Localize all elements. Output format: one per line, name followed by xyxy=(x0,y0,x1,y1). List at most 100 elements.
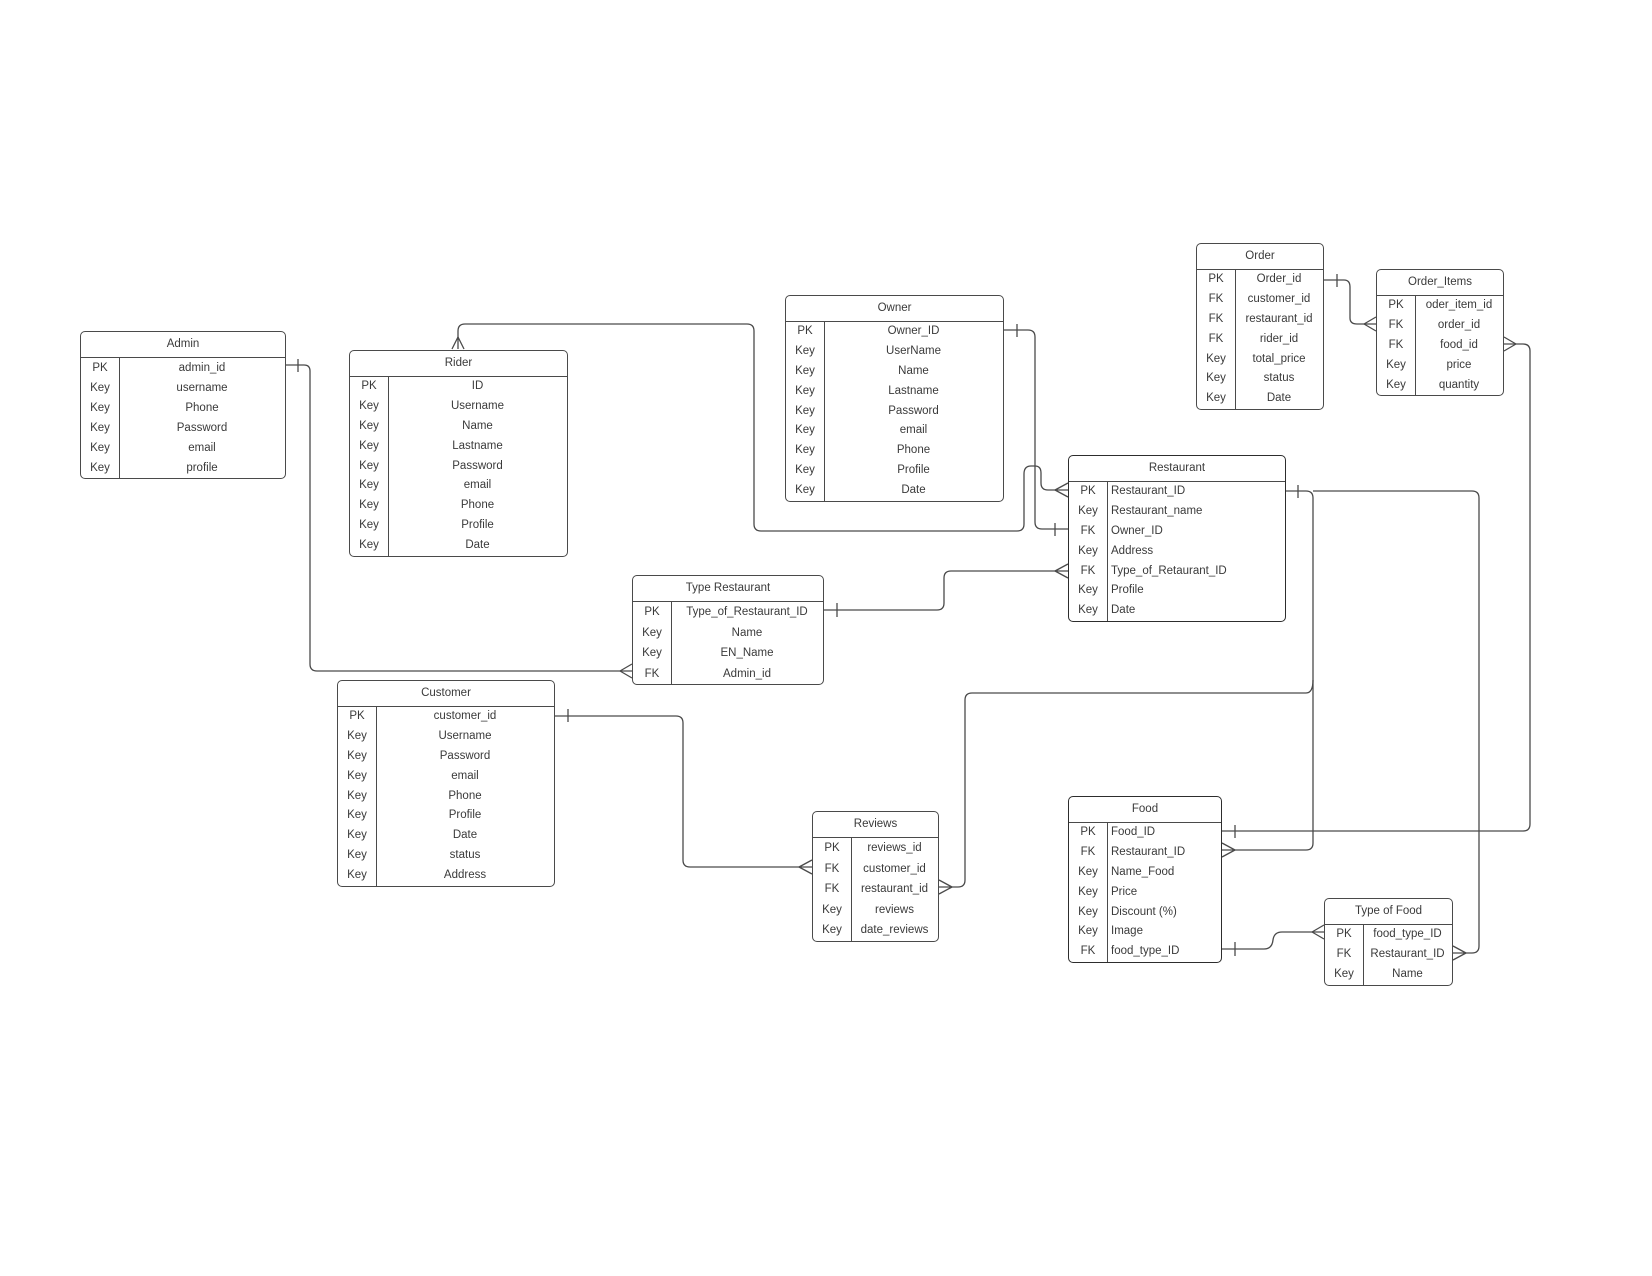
key-type: FK xyxy=(824,862,840,875)
entity-title: Customer xyxy=(338,681,554,707)
entity-title: Admin xyxy=(81,332,285,358)
field-name: admin_id xyxy=(178,362,226,374)
entity-title: Order_Items xyxy=(1377,270,1503,296)
key-type: FK xyxy=(1080,845,1096,858)
field-name: email xyxy=(188,442,216,454)
key-type: Key xyxy=(822,903,842,916)
field-name: customer_id xyxy=(433,710,497,722)
field-name: UserName xyxy=(886,344,941,357)
key-type: Key xyxy=(1206,372,1226,385)
entity-title: Order xyxy=(1197,244,1323,270)
key-type: PK xyxy=(824,842,840,854)
key-type: Key xyxy=(359,399,379,412)
field-name: Type_of_Retaurant_ID xyxy=(1111,564,1227,577)
field-name: Phone xyxy=(460,499,495,512)
key-type: FK xyxy=(1080,945,1096,958)
